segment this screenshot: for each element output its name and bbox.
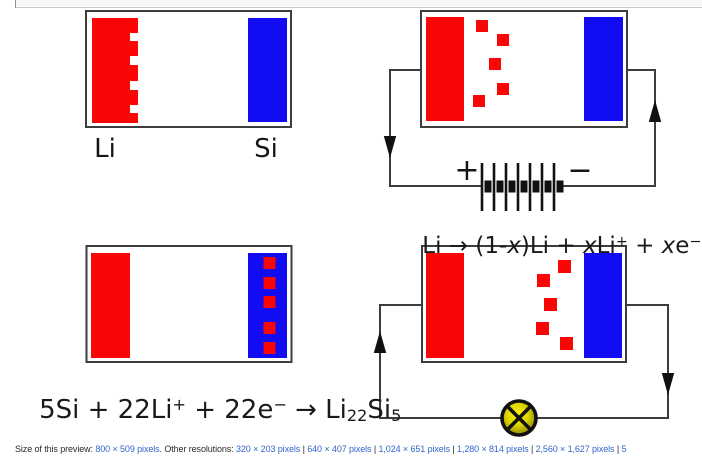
eq-seg-italic-x: x bbox=[661, 233, 676, 260]
eq-subscript: 5 bbox=[391, 405, 402, 425]
eq-superscript: − bbox=[273, 395, 287, 414]
current-arrow-up-icon bbox=[373, 331, 387, 353]
other-resolutions-label: . Other resolutions: bbox=[159, 444, 236, 454]
wire-right bbox=[563, 69, 656, 187]
li-ion-square bbox=[536, 322, 549, 335]
si-electrode bbox=[248, 18, 287, 122]
eq-seg: )Li + bbox=[520, 233, 583, 260]
battery-minus-sign: − bbox=[567, 153, 593, 188]
battery-plus-sign: + bbox=[454, 153, 480, 188]
si-electrode bbox=[584, 253, 622, 358]
anode-charge-equation: Li → (1-x)Li + xLi+ + xe− bbox=[393, 212, 701, 281]
li-electrode-label: Li bbox=[94, 134, 116, 164]
li-ion-square bbox=[497, 34, 509, 46]
eq-seg: 5Si + 22Li bbox=[39, 395, 173, 426]
eq-seg: Li → (1- bbox=[422, 233, 508, 260]
eq-seg-italic-x: x bbox=[507, 233, 521, 260]
preview-size-bar: Size of this preview: 800 × 509 pixels. … bbox=[15, 444, 702, 454]
li-ion-square bbox=[558, 260, 571, 273]
li-ion-square bbox=[560, 337, 573, 350]
eq-seg: Li bbox=[596, 233, 616, 260]
resolution-separator: | bbox=[300, 444, 308, 454]
li-electrode bbox=[91, 253, 130, 358]
current-arrow-down-icon bbox=[383, 136, 397, 158]
resolution-separator: | bbox=[614, 444, 622, 454]
li-ion-square bbox=[263, 277, 276, 289]
li-ion-square bbox=[263, 257, 276, 269]
preview-size-link[interactable]: 800 × 509 pixels bbox=[95, 444, 160, 454]
panel-lithiated-cell bbox=[85, 245, 293, 363]
toolbar-divider-tick bbox=[15, 0, 16, 8]
wire-left bbox=[389, 69, 482, 187]
resolution-link-1280[interactable]: 1,280 × 814 pixels bbox=[457, 444, 529, 454]
preview-size-label: Size of this preview: bbox=[15, 444, 96, 454]
eq-seg: + bbox=[627, 233, 662, 260]
wire-left bbox=[379, 304, 502, 419]
si-electrode bbox=[584, 17, 623, 121]
resolution-separator: | bbox=[450, 444, 458, 454]
li-ion-square bbox=[263, 342, 276, 354]
top-toolbar-edge bbox=[0, 0, 702, 8]
eq-seg: + 22e bbox=[185, 395, 274, 426]
panel-charge-circuit bbox=[383, 10, 662, 211]
li-ion-square bbox=[476, 20, 488, 32]
toolbar-surface bbox=[16, 0, 702, 8]
eq-superscript: + bbox=[615, 234, 628, 250]
li-electrode bbox=[426, 17, 464, 121]
si-electrode-label: Si bbox=[254, 134, 278, 164]
li-ion-square bbox=[497, 83, 509, 95]
current-arrow-up-icon bbox=[648, 100, 662, 122]
eq-superscript: − bbox=[689, 234, 702, 250]
panel-discharge-circuit bbox=[373, 245, 675, 437]
resolution-separator: | bbox=[528, 444, 536, 454]
current-arrow-down-icon bbox=[661, 373, 675, 395]
li-ion-square bbox=[473, 95, 485, 107]
eq-seg: Si bbox=[367, 395, 392, 426]
eq-superscript: + bbox=[172, 395, 186, 414]
resolution-separator: | bbox=[371, 444, 379, 454]
battery-symbol-icon bbox=[480, 163, 564, 211]
li-electrode bbox=[426, 253, 464, 358]
resolution-link-2560[interactable]: 2,560 × 1,627 pixels bbox=[535, 444, 615, 454]
li-ion-square bbox=[263, 322, 276, 334]
li-ion-square bbox=[537, 274, 550, 287]
wire-right bbox=[536, 304, 669, 419]
light-bulb-icon bbox=[500, 399, 538, 437]
resolution-link-640[interactable]: 640 × 407 pixels bbox=[307, 444, 372, 454]
eq-subscript: 22 bbox=[346, 405, 368, 425]
resolution-link-320[interactable]: 320 × 203 pixels bbox=[235, 444, 301, 454]
cathode-lithiation-equation: 5Si + 22Li+ + 22e− → Li22Si5 bbox=[6, 371, 401, 450]
li-electrode-castellated bbox=[92, 18, 138, 123]
li-ion-square bbox=[489, 58, 501, 70]
resolution-link-truncated[interactable]: 5 bbox=[621, 444, 627, 454]
li-ion-square bbox=[263, 296, 276, 308]
eq-seg-italic-x: x bbox=[582, 233, 597, 260]
eq-seg: → Li bbox=[286, 395, 347, 426]
eq-seg: e bbox=[675, 233, 690, 260]
panel-pristine-cell bbox=[85, 10, 292, 128]
li-ion-square bbox=[544, 298, 557, 311]
resolution-link-1024[interactable]: 1,024 × 651 pixels bbox=[378, 444, 450, 454]
